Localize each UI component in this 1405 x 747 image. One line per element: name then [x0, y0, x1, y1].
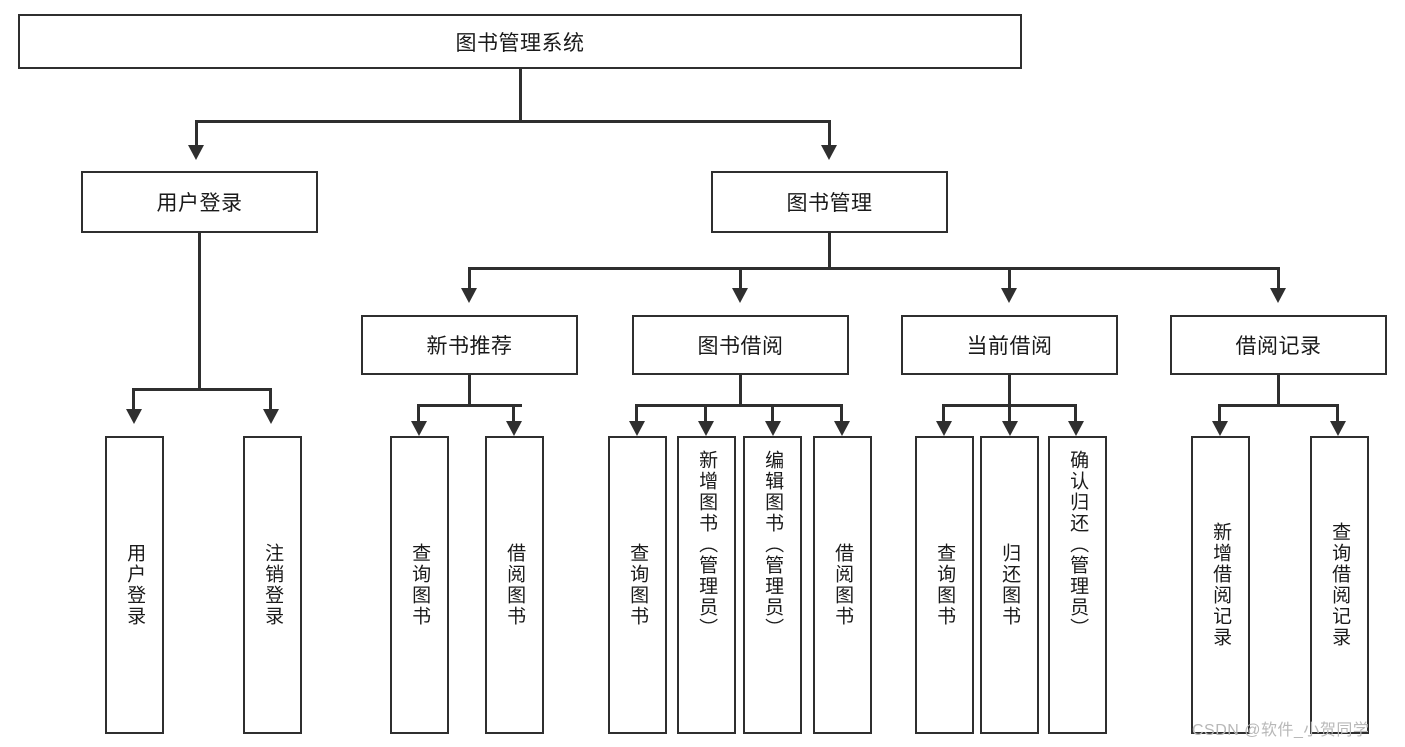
- node-label: 图书管理: [786, 192, 873, 215]
- edge-new-book-stem: [468, 375, 471, 406]
- arrowhead-cb-to-leaf-1: [936, 421, 952, 436]
- node-root-book-management-system[interactable]: 图书管理系统: [18, 14, 1022, 69]
- edge-bm-to-borrow-record: [1277, 267, 1280, 289]
- leaf-label: 归还图书: [999, 543, 1021, 627]
- leaf-query-book-current[interactable]: 查询图书: [915, 436, 974, 734]
- leaf-query-book-newbook[interactable]: 查询图书: [390, 436, 449, 734]
- arrowhead-root-to-book-management: [821, 145, 837, 160]
- node-label: 当前借阅: [966, 335, 1053, 358]
- node-current-borrow[interactable]: 当前借阅: [901, 315, 1118, 375]
- arrowhead-root-to-user-login: [188, 145, 204, 160]
- edge-user-login-stem: [198, 233, 201, 390]
- edge-borrow-record-stem: [1277, 375, 1280, 406]
- leaf-label: 查询借阅记录: [1329, 522, 1351, 648]
- leaf-add-borrow-record[interactable]: 新增借阅记录: [1191, 436, 1250, 734]
- leaf-logout[interactable]: 注销登录: [243, 436, 302, 734]
- edge-root-to-book-management: [828, 120, 831, 146]
- leaf-label: 确认归还（管理员）: [1067, 450, 1089, 639]
- arrowhead-bb-to-leaf-3: [765, 421, 781, 436]
- leaf-user-login[interactable]: 用户登录: [105, 436, 164, 734]
- arrowhead-bb-to-leaf-1: [629, 421, 645, 436]
- arrowhead-user-login-to-leaf-2: [263, 409, 279, 424]
- leaf-confirm-return-admin[interactable]: 确认归还（管理员）: [1048, 436, 1107, 734]
- edge-book-management-bus: [468, 267, 1280, 270]
- edge-bb-to-leaf-1: [635, 404, 638, 422]
- node-book-borrow[interactable]: 图书借阅: [632, 315, 849, 375]
- edge-nb-to-borrow-book: [512, 404, 515, 422]
- leaf-label: 新增图书（管理员）: [696, 450, 718, 639]
- edge-root-stem: [519, 69, 522, 121]
- leaf-add-book-admin[interactable]: 新增图书（管理员）: [677, 436, 736, 734]
- node-label: 用户登录: [156, 192, 243, 215]
- arrowhead-nb-to-query-book: [411, 421, 427, 436]
- edge-bb-to-leaf-3: [771, 404, 774, 422]
- edge-nb-to-query-book: [417, 404, 420, 422]
- arrowhead-br-to-leaf-2: [1330, 421, 1346, 436]
- leaf-borrow-book-borrow[interactable]: 借阅图书: [813, 436, 872, 734]
- leaf-label: 注销登录: [262, 543, 284, 627]
- edge-cb-to-leaf-2: [1008, 404, 1011, 422]
- edge-book-management-stem: [828, 233, 831, 269]
- node-label: 新书推荐: [426, 335, 513, 358]
- node-borrow-record[interactable]: 借阅记录: [1170, 315, 1387, 375]
- leaf-query-borrow-record[interactable]: 查询借阅记录: [1310, 436, 1369, 734]
- arrowhead-nb-to-borrow-book: [506, 421, 522, 436]
- csdn-watermark: CSDN @软件_小贺同学: [1192, 722, 1370, 739]
- edge-root-bus: [195, 120, 831, 123]
- leaf-label: 编辑图书（管理员）: [762, 450, 784, 639]
- arrowhead-bm-to-current-borrow: [1001, 288, 1017, 303]
- arrowhead-cb-to-leaf-3: [1068, 421, 1084, 436]
- edge-bm-to-current-borrow: [1008, 267, 1011, 289]
- edge-cb-to-leaf-1: [942, 404, 945, 422]
- leaf-edit-book-admin[interactable]: 编辑图书（管理员）: [743, 436, 802, 734]
- leaf-label: 查询图书: [934, 543, 956, 627]
- node-book-management[interactable]: 图书管理: [711, 171, 948, 233]
- edge-cb-to-leaf-3: [1074, 404, 1077, 422]
- edge-user-login-to-leaf-2: [269, 388, 272, 410]
- leaf-label: 查询图书: [409, 543, 431, 627]
- edge-bb-to-leaf-2: [704, 404, 707, 422]
- edge-user-login-bus: [132, 388, 269, 391]
- edge-bm-to-new-book: [468, 267, 471, 289]
- leaf-label: 查询图书: [627, 543, 649, 627]
- arrowhead-bm-to-new-book: [461, 288, 477, 303]
- edge-book-borrow-bus: [635, 404, 843, 407]
- arrowhead-bb-to-leaf-4: [834, 421, 850, 436]
- arrowhead-bm-to-borrow: [732, 288, 748, 303]
- arrowhead-cb-to-leaf-2: [1002, 421, 1018, 436]
- leaf-return-book[interactable]: 归还图书: [980, 436, 1039, 734]
- edge-user-login-to-leaf-1: [132, 388, 135, 410]
- edge-new-book-bus: [417, 404, 522, 407]
- arrowhead-br-to-leaf-1: [1212, 421, 1228, 436]
- edge-bb-to-leaf-4: [840, 404, 843, 422]
- node-user-login[interactable]: 用户登录: [81, 171, 318, 233]
- node-label: 图书管理系统: [455, 31, 585, 55]
- arrowhead-bb-to-leaf-2: [698, 421, 714, 436]
- edge-book-borrow-stem: [739, 375, 742, 406]
- leaf-label: 借阅图书: [832, 543, 854, 627]
- arrowhead-bm-to-borrow-record: [1270, 288, 1286, 303]
- edge-br-to-leaf-2: [1336, 404, 1339, 422]
- edge-borrow-record-bus: [1218, 404, 1338, 407]
- node-label: 借阅记录: [1235, 335, 1322, 358]
- leaf-borrow-book-newbook[interactable]: 借阅图书: [485, 436, 544, 734]
- node-label: 图书借阅: [697, 335, 784, 358]
- edge-root-to-user-login: [195, 120, 198, 146]
- edge-current-borrow-stem: [1008, 375, 1011, 406]
- leaf-label: 新增借阅记录: [1210, 522, 1232, 648]
- leaf-query-book-borrow[interactable]: 查询图书: [608, 436, 667, 734]
- leaf-label: 用户登录: [124, 543, 146, 627]
- edge-bm-to-borrow: [739, 267, 742, 289]
- leaf-label: 借阅图书: [504, 543, 526, 627]
- node-new-book-recommend[interactable]: 新书推荐: [361, 315, 578, 375]
- edge-br-to-leaf-1: [1218, 404, 1221, 422]
- arrowhead-user-login-to-leaf-1: [126, 409, 142, 424]
